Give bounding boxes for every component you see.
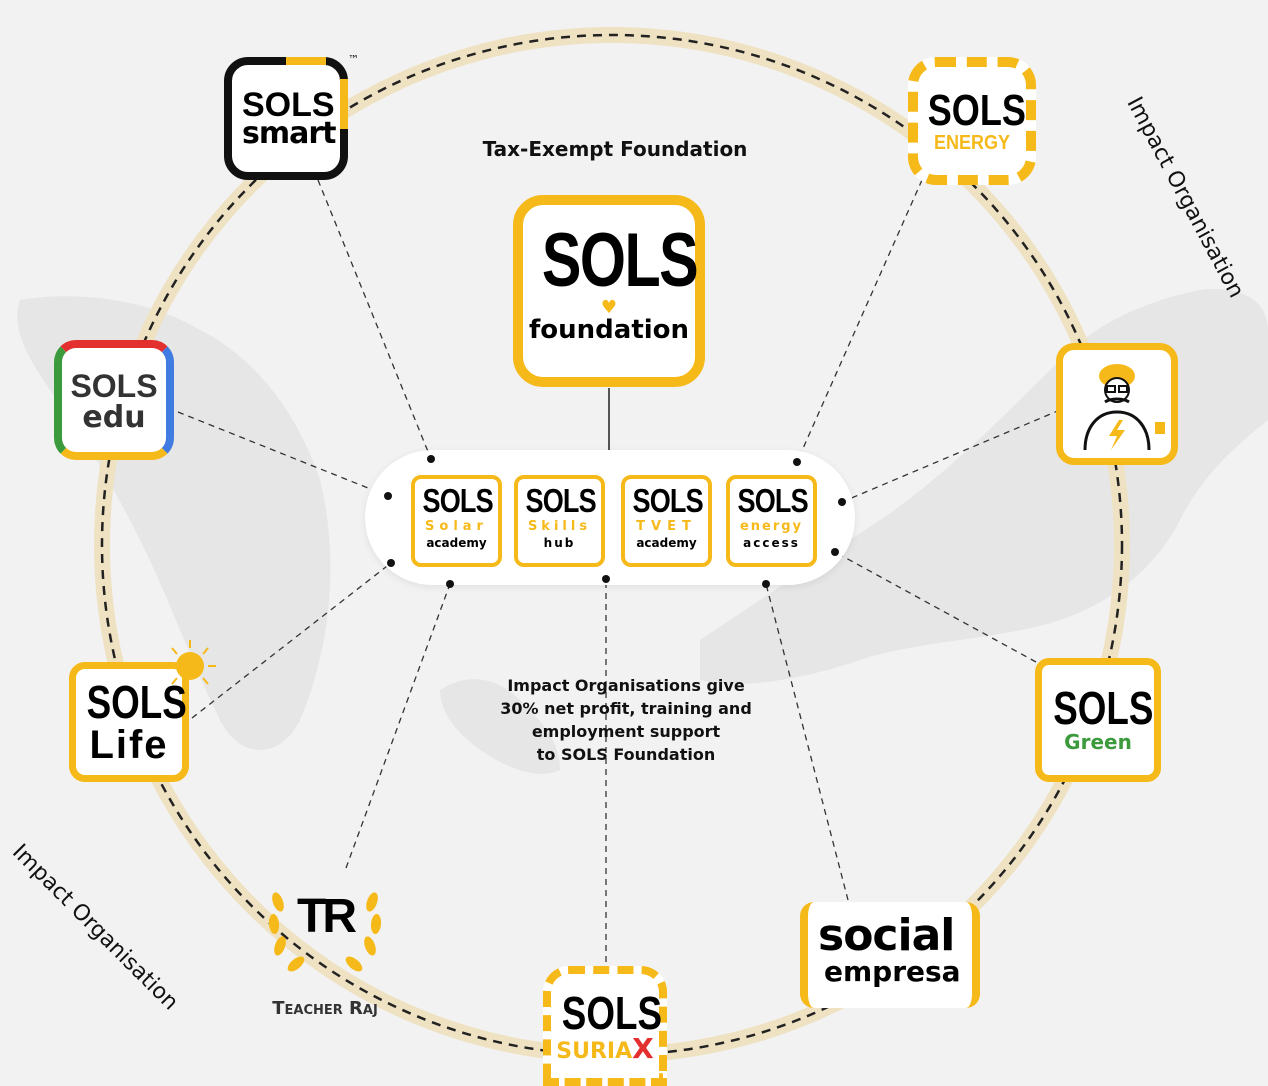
programme-brand: SOLS: [525, 482, 596, 519]
contribution-note: Impact Organisations give 30% net profit…: [486, 674, 766, 766]
suriax-sub: SURIAX: [551, 1035, 659, 1065]
smart-accent-top: [286, 57, 326, 65]
sols-green-logo: SOLS Green: [1035, 658, 1161, 782]
life-brand: SOLS: [86, 676, 187, 728]
connector-energy: [796, 179, 923, 463]
sols-life-logo: SOLS Life: [69, 662, 189, 782]
dot: [384, 492, 392, 500]
note-line: 30% net profit, training and: [500, 699, 752, 718]
note-line: to SOLS Foundation: [536, 745, 716, 764]
energy-brand: SOLS: [927, 86, 1026, 135]
life-sub: Life: [89, 723, 169, 767]
sols-energy-logo: SOLS ENERGY: [908, 57, 1036, 185]
connector-green: [834, 551, 1037, 663]
green-sub: Green: [1064, 730, 1132, 754]
programme-solar-academy: SOLS Solar academy: [411, 475, 502, 567]
laurel-wreath-icon: [268, 892, 382, 972]
foundation-type-heading: Tax-Exempt Foundation: [482, 137, 748, 161]
programme-tvet-academy: SOLS TVET academy: [621, 475, 712, 567]
teacher-raj-logo: TR: [264, 872, 386, 990]
foundation-brand: SOLS: [541, 218, 699, 303]
dot: [793, 458, 801, 466]
sols-smart-logo: SOLS smart: [224, 57, 348, 180]
suriax-brand: SOLS: [561, 987, 662, 1039]
programme-line2: hub: [543, 536, 576, 550]
programme-line1: TVET: [636, 519, 697, 534]
programme-brand: SOLS: [632, 482, 703, 519]
programme-brand: SOLS: [737, 482, 808, 519]
turbaned-man-icon: [1083, 364, 1165, 451]
dot: [762, 580, 770, 588]
smart-sub: smart: [242, 116, 337, 151]
character-logo: [1056, 343, 1178, 465]
suriax-x: X: [632, 1032, 654, 1065]
teacher-raj-mono: TR: [297, 890, 357, 943]
programme-skills-hub: SOLS Skills hub: [514, 475, 605, 567]
connectors: [177, 179, 1061, 962]
programme-line1: Solar: [425, 519, 488, 534]
dot: [427, 455, 435, 463]
programme-line2: academy: [426, 536, 487, 550]
connector-life: [191, 562, 392, 719]
programme-line2: academy: [636, 536, 697, 550]
edu-sub: edu: [82, 400, 146, 435]
social-line2: empresa: [824, 955, 961, 988]
trademark-mark: ™: [348, 53, 359, 66]
heart-icon: ♥: [600, 297, 618, 318]
energy-sub: ENERGY: [933, 132, 1011, 154]
programme-brand: SOLS: [422, 482, 493, 519]
sols-suriax-logo: SOLS SURIAX: [543, 966, 667, 1086]
suriax-word: SURIA: [556, 1039, 633, 1064]
smart-brand: SOLS: [242, 86, 335, 124]
note-line: Impact Organisations give: [507, 676, 745, 695]
sun-icon: [171, 640, 216, 685]
foundation-sub: foundation: [528, 315, 690, 345]
social-line1: social: [818, 910, 955, 961]
connector-edu: [177, 411, 389, 497]
sols-foundation-logo: SOLS ♥ foundation: [513, 195, 705, 387]
dot: [446, 580, 454, 588]
dot: [387, 559, 395, 567]
social-empresa-logo: social empresa: [800, 902, 980, 1008]
dot: [838, 498, 846, 506]
programme-line2: access: [743, 536, 800, 550]
teacher-raj-name: Teacher Raj: [272, 998, 378, 1019]
edu-brand: SOLS: [70, 368, 158, 404]
green-brand: SOLS: [1053, 682, 1154, 734]
note-line: employment support: [531, 722, 721, 741]
dot: [831, 548, 839, 556]
map-silhouette-island: [440, 679, 560, 774]
programme-line1: energy: [739, 519, 804, 534]
sols-edu-logo: SOLS edu: [54, 340, 174, 460]
dot: [602, 575, 610, 583]
smart-accent: [340, 79, 348, 129]
programme-line1: Skills: [527, 519, 592, 534]
programme-energy-access: SOLS energy access: [726, 475, 817, 567]
